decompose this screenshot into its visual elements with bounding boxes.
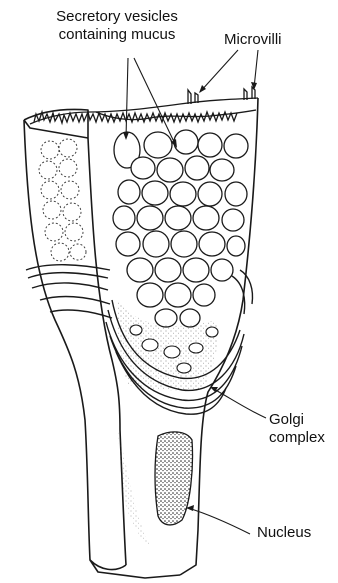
dotted-vesicles — [39, 139, 86, 261]
label-secretory-line2: containing mucus — [34, 26, 200, 44]
label-golgi-line2: complex — [269, 429, 325, 447]
microvilli-fringe — [30, 87, 258, 124]
label-golgi-complex: Golgi complex — [269, 411, 325, 447]
label-secretory-vesicles: Secretory vesicles containing mucus — [34, 8, 200, 44]
label-microvilli: Microvilli — [224, 31, 282, 49]
nucleus — [118, 430, 193, 545]
label-nucleus: Nucleus — [257, 524, 311, 542]
label-golgi-line1: Golgi — [269, 411, 325, 429]
label-secretory-line1: Secretory vesicles — [34, 8, 200, 26]
secretory-vesicles — [113, 130, 248, 327]
